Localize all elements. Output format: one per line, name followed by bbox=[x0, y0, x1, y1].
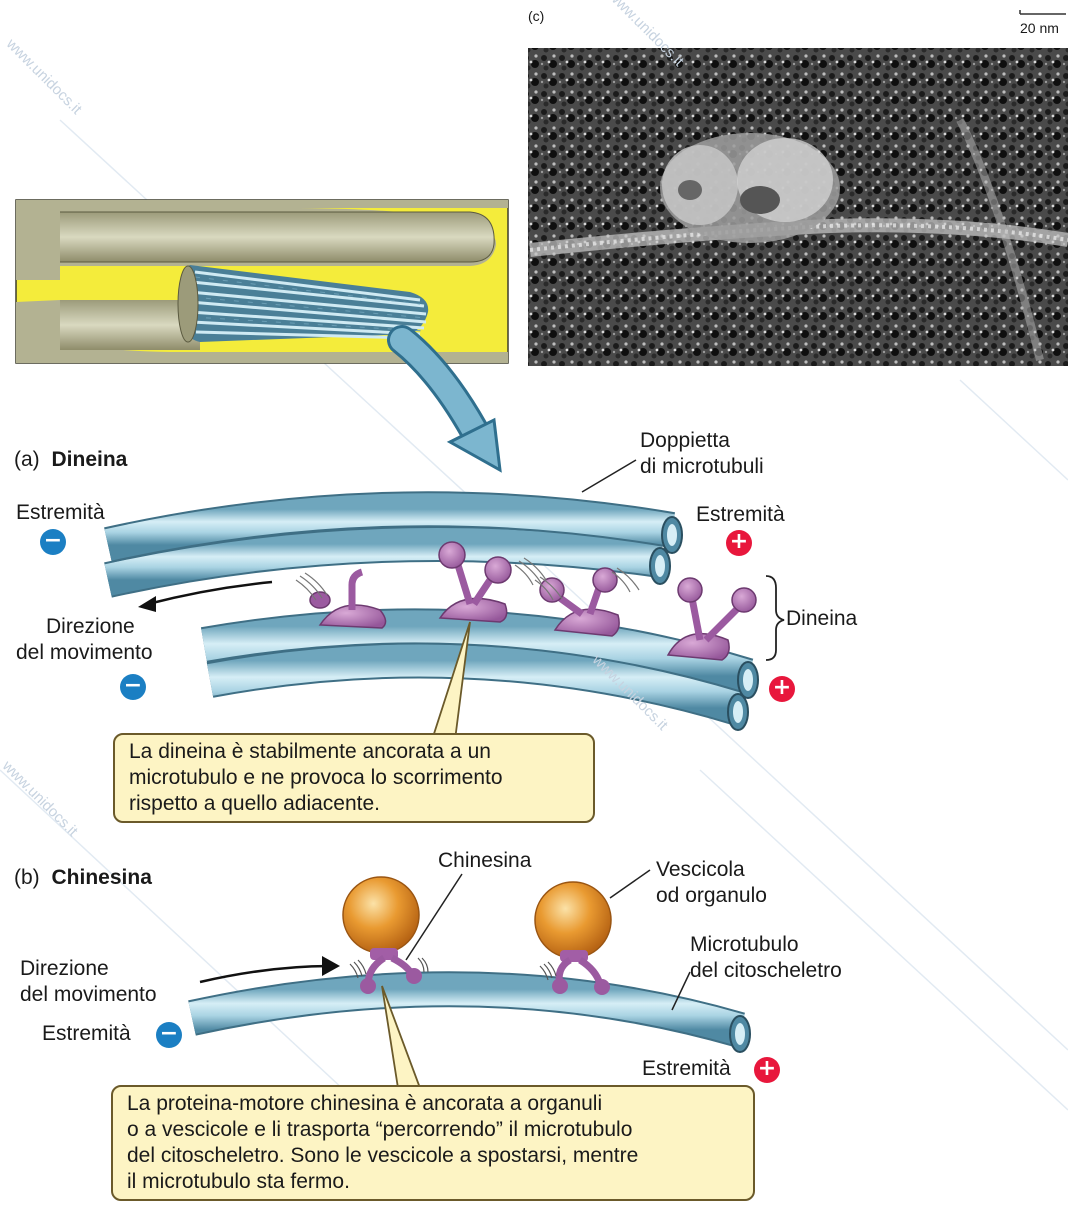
lower-doublet bbox=[204, 626, 758, 730]
panel-b-title: Chinesina bbox=[52, 866, 152, 889]
panel-c-label: (c) bbox=[528, 8, 544, 24]
callout-line: rispetto a quello adiacente. bbox=[129, 791, 579, 817]
scale-bar-label: 20 nm bbox=[1020, 20, 1059, 36]
plus-end-icon: + bbox=[754, 1057, 780, 1083]
flagellum-inset bbox=[16, 200, 508, 363]
plus-end-label-b: Estremità bbox=[642, 1056, 731, 1082]
direction-label-a-line2: del movimento bbox=[16, 640, 153, 666]
minus-end-icon: − bbox=[40, 529, 66, 555]
panel-b-letter: (b) bbox=[14, 866, 40, 889]
minus-end-label-a: Estremità bbox=[16, 500, 105, 526]
electron-micrograph bbox=[528, 48, 1068, 366]
dynein-motor bbox=[668, 578, 756, 660]
callout-line: La proteina-motore chinesina è ancorata … bbox=[127, 1091, 739, 1117]
minus-end-icon: − bbox=[156, 1022, 182, 1048]
callout-line: o a vescicole e li trasporta “percorrend… bbox=[127, 1117, 739, 1143]
minus-end-icon: − bbox=[120, 674, 146, 700]
dynein-callout: La dineina è stabilmente ancorata a un m… bbox=[113, 733, 595, 823]
callout-line: del citoscheletro. Sono le vescicole a s… bbox=[127, 1143, 739, 1169]
doublet-label-line1: Doppietta bbox=[640, 428, 730, 454]
dynein-brace bbox=[766, 576, 784, 660]
panel-a-heading: (a) Dineina bbox=[14, 447, 127, 473]
vesicle-label-line2: od organulo bbox=[656, 883, 767, 909]
doublet-label-line2: di microtubuli bbox=[640, 454, 764, 480]
direction-label-b-line1: Direzione bbox=[20, 956, 109, 982]
plus-end-label-a: Estremità bbox=[696, 502, 785, 528]
dynein-label: Dineina bbox=[786, 606, 857, 632]
minus-end-label-b: Estremità bbox=[42, 1021, 131, 1047]
microtubule-label-line2: del citoscheletro bbox=[690, 958, 842, 984]
direction-label-b-line2: del movimento bbox=[20, 982, 157, 1008]
direction-label-a-line1: Direzione bbox=[46, 614, 135, 640]
callout-line: il microtubulo sta fermo. bbox=[127, 1169, 739, 1195]
panel-a-title: Dineina bbox=[52, 448, 128, 471]
panel-a-letter: (a) bbox=[14, 448, 40, 471]
panel-b-heading: (b) Chinesina bbox=[14, 865, 152, 891]
callout-line: La dineina è stabilmente ancorata a un bbox=[129, 739, 579, 765]
microtubule-label-line1: Microtubulo bbox=[690, 932, 799, 958]
cytoskeleton-microtubule bbox=[192, 989, 750, 1052]
kinesin-callout: La proteina-motore chinesina è ancorata … bbox=[111, 1085, 755, 1201]
plus-end-icon: + bbox=[769, 676, 795, 702]
plus-end-icon: + bbox=[726, 530, 752, 556]
vesicle-label-line1: Vescicola bbox=[656, 857, 745, 883]
kinesin-label: Chinesina bbox=[438, 848, 531, 874]
callout-line: microtubulo e ne provoca lo scorrimento bbox=[129, 765, 579, 791]
